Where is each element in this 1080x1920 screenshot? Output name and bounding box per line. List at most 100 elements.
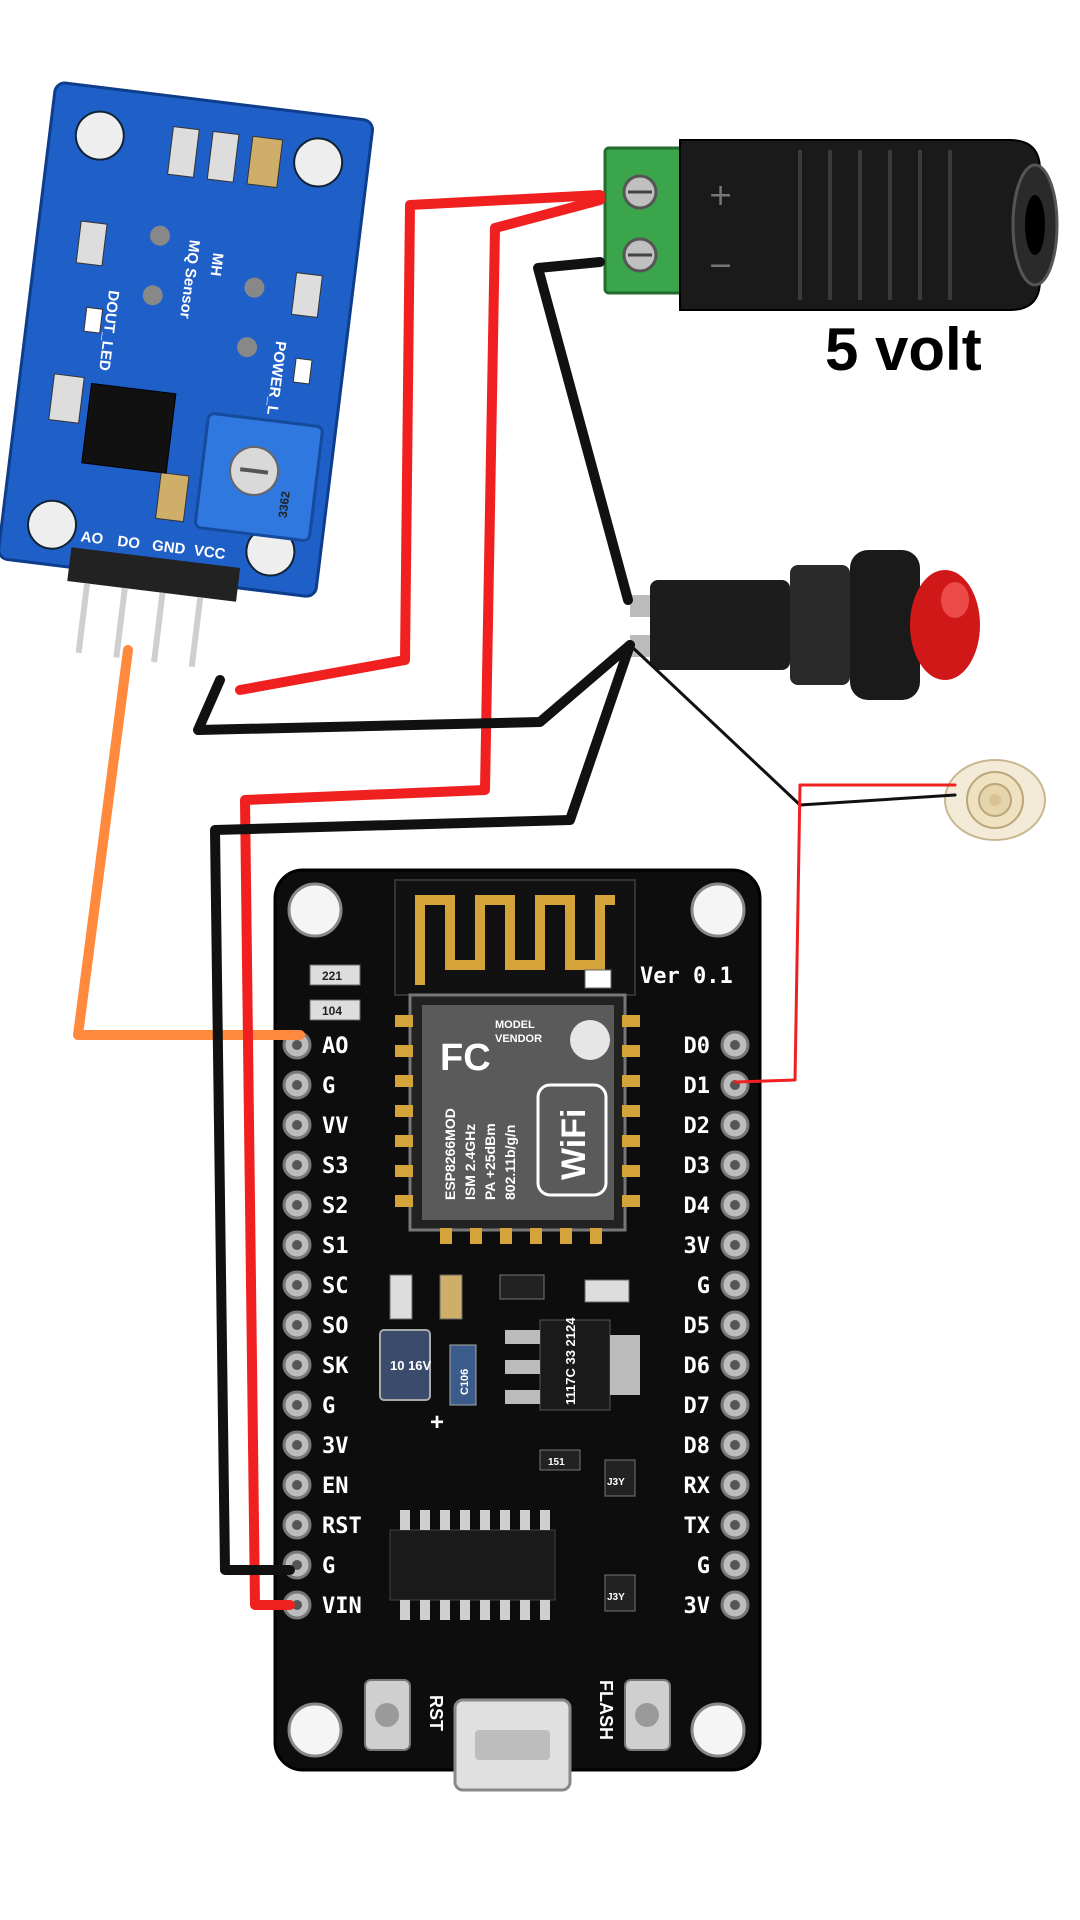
regulator-label: 1117C 33 2124 — [563, 1317, 578, 1405]
left-pin-label: SC — [322, 1274, 349, 1299]
right-pin-hole — [730, 1280, 740, 1290]
left-pin-hole — [292, 1360, 302, 1370]
code-104: 104 — [322, 1004, 342, 1018]
wire-vcc-red — [235, 190, 605, 695]
left-pin-hole — [292, 1200, 302, 1210]
right-pin-label: D4 — [684, 1194, 711, 1219]
left-pin-label: G — [322, 1554, 335, 1579]
dc-jack: + − — [603, 139, 1059, 311]
code-221: 221 — [322, 969, 342, 983]
module-line2: PA +25dBm — [482, 1123, 498, 1200]
fc-logo: FC — [440, 1037, 491, 1079]
jack-plus: + — [708, 178, 733, 213]
right-pin-hole — [730, 1040, 740, 1050]
right-pin-hole — [730, 1160, 740, 1170]
left-pin-label: 3V — [322, 1434, 349, 1459]
right-pin-label: D3 — [684, 1154, 711, 1179]
pot-code: 3362 — [276, 490, 293, 519]
left-pin-hole — [292, 1240, 302, 1250]
left-pin-hole — [292, 1320, 302, 1330]
nodemcu-board: FC MODEL VENDOR ESP8266MOD ISM 2.4GHz PA… — [273, 868, 762, 1792]
left-pin-label: S2 — [322, 1194, 349, 1219]
capacitor-label: 10 16V — [390, 1358, 432, 1373]
right-pin-label: 3V — [684, 1234, 711, 1259]
left-pin-hole — [292, 1600, 302, 1610]
left-pin-hole — [292, 1480, 302, 1490]
left-pin-hole — [292, 1120, 302, 1130]
rst-button[interactable]: RST — [364, 1679, 446, 1751]
right-pin-hole — [730, 1600, 740, 1610]
sensor-pin-vcc: VCC — [193, 542, 227, 563]
button-cap — [910, 570, 980, 680]
voltage-label: 5 volt — [825, 316, 982, 383]
right-pin-label: G — [697, 1554, 710, 1579]
left-pin-label: VV — [322, 1114, 349, 1139]
module-model: ESP8266MOD — [442, 1108, 458, 1200]
right-pin-label: G — [697, 1274, 710, 1299]
left-pin-hole — [292, 1560, 302, 1570]
right-pin-hole — [730, 1560, 740, 1570]
right-pin-label: RX — [684, 1474, 711, 1499]
potentiometer[interactable]: 3362 — [193, 412, 324, 542]
sensor-pin-do: DO — [116, 533, 141, 553]
sensor-pin-ao: AO — [80, 528, 105, 548]
esp-module: FC MODEL VENDOR ESP8266MOD ISM 2.4GHz PA… — [395, 993, 640, 1244]
right-pin-label: D5 — [684, 1314, 711, 1339]
cap2-label: C106 — [459, 1369, 471, 1395]
left-pin-label: S1 — [322, 1234, 349, 1259]
left-pin-label: SK — [322, 1354, 349, 1379]
jack-minus: − — [708, 248, 733, 283]
right-pin-hole — [730, 1320, 740, 1330]
board-version: Ver 0.1 — [640, 964, 733, 989]
right-pin-label: 3V — [684, 1594, 711, 1619]
wire-gnd-nodemcu — [210, 640, 635, 1575]
module-line3: 802.11b/g/n — [502, 1125, 518, 1200]
right-pin-label: TX — [684, 1514, 711, 1539]
usb-serial-ic — [389, 1510, 556, 1620]
push-button[interactable] — [630, 550, 980, 700]
right-pin-label: D2 — [684, 1114, 711, 1139]
left-pin-hole — [292, 1040, 302, 1050]
right-pin-label: D8 — [684, 1434, 711, 1459]
left-pin-hole — [292, 1520, 302, 1530]
right-pin-hole — [730, 1400, 740, 1410]
left-pin-label: G — [322, 1394, 335, 1419]
module-vendor-label: VENDOR — [495, 1033, 542, 1045]
flash-button-label: FLASH — [596, 1680, 616, 1740]
wires — [73, 190, 957, 1610]
module-line1: ISM 2.4GHz — [462, 1124, 478, 1200]
sensor-pin-gnd-leg — [151, 592, 166, 663]
capacitor: 10 16V C106 + — [379, 1329, 477, 1436]
right-pin-hole — [730, 1200, 740, 1210]
right-pin-hole — [730, 1480, 740, 1490]
left-pin-label: VIN — [322, 1594, 362, 1619]
micro-usb-port[interactable] — [453, 1698, 572, 1792]
left-pin-hole — [292, 1080, 302, 1090]
left-pin-hole — [292, 1440, 302, 1450]
wire-gnd-jack — [533, 257, 633, 605]
left-pin-hole — [292, 1400, 302, 1410]
wire-ao-orange — [73, 645, 305, 1040]
wire-buzzer-red — [733, 783, 957, 1084]
right-pin-label: D1 — [684, 1074, 711, 1099]
right-pin-hole — [730, 1240, 740, 1250]
buzzer — [944, 759, 1046, 841]
mq-sensor-board: 3362 MH MQ Sensor DOUT_LED POWER_L AO DO… — [0, 81, 374, 668]
left-pin-label: RST — [322, 1514, 362, 1539]
left-pin-hole — [292, 1280, 302, 1290]
right-pin-hole — [730, 1440, 740, 1450]
sensor-pin-do-leg — [113, 587, 128, 658]
code-151: 151 — [548, 1457, 565, 1468]
wire-vin-red — [240, 195, 605, 1610]
left-pin-label: SO — [322, 1314, 349, 1339]
plus-mark: + — [430, 1409, 444, 1436]
right-pin-hole — [730, 1120, 740, 1130]
right-pin-label: D0 — [684, 1034, 711, 1059]
flash-button[interactable]: FLASH — [596, 1679, 671, 1751]
wire-gnd-sensor — [193, 640, 635, 735]
right-pin-label: D6 — [684, 1354, 711, 1379]
rst-button-label: RST — [426, 1695, 446, 1731]
left-pin-label: EN — [322, 1474, 349, 1499]
